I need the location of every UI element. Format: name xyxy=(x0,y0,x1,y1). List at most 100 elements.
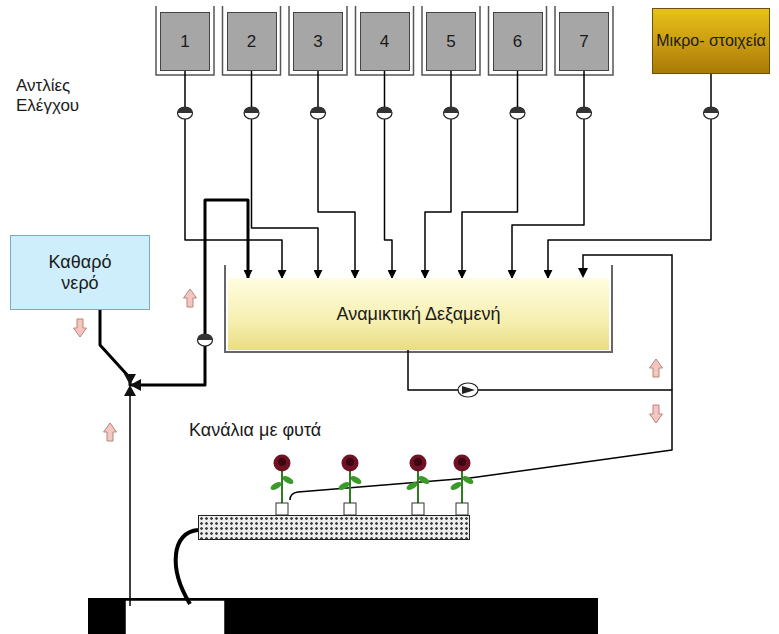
tank-wall xyxy=(356,6,414,75)
rose-flower xyxy=(458,458,466,466)
dosing-pump xyxy=(704,107,719,119)
drain-reservoir xyxy=(125,600,225,634)
rose-flower xyxy=(410,455,427,472)
recirculation-arrowhead xyxy=(578,268,588,278)
dosing-line xyxy=(252,71,319,278)
flow-arrow xyxy=(104,423,117,441)
pump-body xyxy=(577,107,592,119)
pump-body xyxy=(510,107,525,119)
rose-plant xyxy=(337,455,362,516)
pump-body xyxy=(704,107,719,113)
pump-arrow xyxy=(462,386,475,394)
node-text: 4 xyxy=(380,32,389,52)
node-text: Αναμικτική Δεξαμενή xyxy=(336,304,500,325)
pump-body xyxy=(510,107,525,113)
tank-wall xyxy=(289,6,347,75)
flow-arrow xyxy=(650,359,663,377)
rose-plant xyxy=(269,455,294,516)
plant-stem xyxy=(417,468,419,503)
pump-body xyxy=(444,107,459,119)
dosing-pump xyxy=(444,107,459,119)
pump-body xyxy=(311,107,326,113)
channel-substrate xyxy=(198,515,470,540)
node-text: Καθαρό νερό xyxy=(40,252,120,293)
mixing-tank: Αναμικτική Δεξαμενή xyxy=(228,278,609,350)
pump-body xyxy=(377,107,392,113)
dosing-pump xyxy=(198,334,213,346)
dosing-pump xyxy=(244,107,259,119)
rose-flower xyxy=(414,458,422,466)
dosing-pump xyxy=(577,107,592,119)
flow-arrow xyxy=(74,319,87,337)
pump-body xyxy=(311,107,326,119)
plant-leaf xyxy=(405,480,418,491)
node-text: Κανάλια με φυτά xyxy=(189,420,321,441)
node-text: 6 xyxy=(513,32,522,52)
dosing-line xyxy=(425,71,451,278)
feed-pump xyxy=(458,383,478,397)
node-text: 2 xyxy=(247,32,256,52)
pump-body xyxy=(198,334,213,346)
pump-body xyxy=(377,107,392,119)
plant-pot xyxy=(344,503,356,515)
node-text: Μικρο- στοιχεία xyxy=(656,32,765,50)
flow-arrow xyxy=(184,289,197,307)
dosing-pump xyxy=(510,107,525,119)
plant-leaf xyxy=(269,480,282,491)
pump-body xyxy=(458,383,478,397)
plant-leaf xyxy=(281,474,294,485)
drain-return-pipe xyxy=(129,392,131,606)
plant-stem xyxy=(349,468,351,503)
tank-wall xyxy=(555,6,613,75)
pump-body xyxy=(198,334,213,340)
plant-pot xyxy=(456,503,468,515)
dosing-pump xyxy=(377,107,392,119)
stock-tank: 4 xyxy=(360,12,410,71)
valve-part xyxy=(130,379,141,391)
dosing-pump xyxy=(178,107,193,119)
plant-pot xyxy=(276,503,288,515)
stock-tank: 2 xyxy=(227,12,277,71)
plant-channel: Κανάλια με φυτά xyxy=(185,418,470,542)
rose-flower xyxy=(346,458,354,466)
rose-flower xyxy=(278,458,286,466)
pump-body xyxy=(444,107,459,113)
pump-body xyxy=(178,107,193,119)
pump-body xyxy=(577,107,592,113)
water-tank: Καθαρό νερό xyxy=(10,235,150,310)
dosing-line xyxy=(548,74,711,278)
dosing-line xyxy=(185,71,282,278)
plant-stem xyxy=(281,468,283,503)
dosing-line xyxy=(462,71,518,278)
rose-flower xyxy=(342,455,359,472)
node-text: 1 xyxy=(180,32,189,52)
three-way-valve xyxy=(124,374,141,396)
node-text: 5 xyxy=(446,32,455,52)
plant-stem xyxy=(461,468,463,503)
plant-pot xyxy=(412,503,424,515)
rose-flower xyxy=(274,455,291,472)
stock-tank: 3 xyxy=(293,12,343,71)
plant-leaf xyxy=(461,474,474,485)
dosing-line xyxy=(385,71,393,278)
dosing-pump xyxy=(311,107,326,119)
tank-wall xyxy=(156,6,214,75)
node-text: 3 xyxy=(313,32,322,52)
drip-line xyxy=(290,478,470,500)
drain-hose xyxy=(176,530,198,604)
plant-leaf xyxy=(337,480,350,491)
flow-arrow xyxy=(650,405,663,423)
rose-plant xyxy=(405,455,430,516)
stock-tank: 1 xyxy=(160,12,210,71)
rose-flower xyxy=(454,455,471,472)
rose-plant xyxy=(449,455,474,516)
pump-body xyxy=(704,107,719,119)
stock-tank: 5 xyxy=(426,12,476,71)
plant-leaf xyxy=(449,480,462,491)
feed-pipe xyxy=(408,350,672,478)
stock-tank: 6 xyxy=(493,12,543,71)
pump-body xyxy=(244,107,259,113)
stock-tank: 7 xyxy=(559,12,609,71)
tank-wall xyxy=(422,6,480,75)
pump-label: Αντλίες Ελέγχου xyxy=(16,76,108,117)
